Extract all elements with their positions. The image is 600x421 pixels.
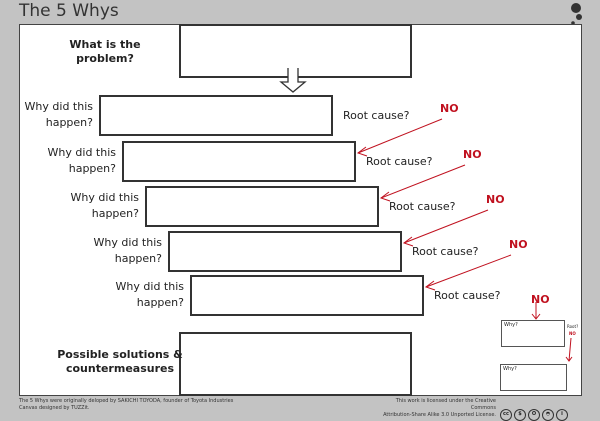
why-label-5: Why did this happen? (115, 280, 184, 309)
no-label-2: NO (463, 148, 482, 161)
page-title: The 5 Whys (19, 1, 119, 21)
root-cause-label-1: Root cause? (343, 109, 410, 122)
why-label-2: Why did this happen? (47, 146, 116, 175)
sa-icon: O (528, 409, 540, 421)
no-label-1: NO (440, 102, 459, 115)
no-arrow-1 (357, 118, 443, 154)
mini-no-arrow (568, 337, 572, 362)
why-box-2[interactable] (122, 141, 356, 182)
root-cause-label-5: Root cause? (434, 289, 501, 302)
license-icons[interactable]: cc$O◓i (498, 400, 568, 421)
problem-label: What is the problem? (69, 38, 141, 65)
footer-license: This work is licensed under the Creative… (370, 398, 496, 419)
by-icon: $ (514, 409, 526, 421)
why-label-4: Why did this happen? (93, 236, 162, 265)
root-cause-label-3: Root cause? (389, 200, 456, 213)
no-label-3: NO (486, 193, 505, 206)
mini-why-box-2: Why? (500, 364, 567, 391)
mini-no-label: NO (569, 331, 576, 336)
footer-credit-2: Canvas designed by TUZZit. (19, 405, 90, 411)
mini-root-label: Root? (567, 324, 579, 329)
mini-why-label: Why? (504, 322, 518, 328)
why-box-5[interactable] (190, 275, 424, 316)
footer-credits: The 5 Whys were originally deloped by SA… (19, 398, 233, 412)
license-line-2: Attribution-Share Alike 3.0 Unported Lic… (383, 412, 496, 418)
mini-why-box-1: Why? (501, 320, 565, 347)
why-label-1: Why did this happen? (24, 100, 93, 129)
no-arrow-2 (380, 164, 466, 199)
cc-icon: cc (500, 409, 512, 421)
root-cause-label-4: Root cause? (412, 245, 479, 258)
root-cause-label-2: Root cause? (366, 155, 433, 168)
no-arrow-3 (403, 209, 489, 244)
mini-why-label: Why? (503, 366, 517, 372)
license-line-1: This work is licensed under the Creative… (395, 398, 496, 411)
solutions-label: Possible solutions & countermeasures (57, 348, 183, 375)
down-arrow-icon (279, 68, 307, 93)
why-box-4[interactable] (168, 231, 402, 272)
why-box-1[interactable] (99, 95, 333, 136)
why-label-3: Why did this happen? (70, 191, 139, 220)
footer-credit-1: The 5 Whys were originally deloped by SA… (19, 398, 234, 404)
why-box-3[interactable] (145, 186, 379, 227)
no-label-4: NO (509, 238, 528, 251)
logo-dots-icon (571, 3, 582, 25)
no-arrow-4 (425, 254, 512, 288)
attribution-icon: i (556, 409, 568, 421)
solutions-box[interactable] (179, 332, 412, 396)
nc-icon: ◓ (542, 409, 554, 421)
